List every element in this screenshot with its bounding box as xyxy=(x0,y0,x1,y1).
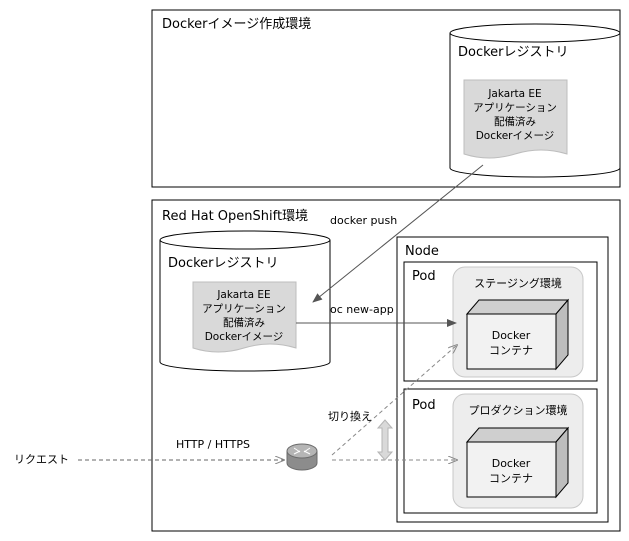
docker-container-cube-staging: Docker コンテナ xyxy=(465,298,570,371)
arrow-oc-new-app: oc new-app xyxy=(296,303,457,327)
node-title: Node xyxy=(405,244,439,259)
pod-staging-title: Pod xyxy=(412,269,436,284)
docker-image-document-top: Jakarta EE アプリケーション 配備済み Dockerイメージ xyxy=(463,79,568,159)
docker-registry-openshift: Dockerレジストリ Jakarta EE アプリケーション 配備済み Doc… xyxy=(159,230,331,372)
switch-label: 切り換え xyxy=(328,410,372,423)
arrow-docker-push: docker push xyxy=(312,164,484,303)
doc-top-line-3: 配備済み xyxy=(494,115,536,128)
pod-production-title: Pod xyxy=(412,398,436,413)
docker-image-document-openshift: Jakarta EE アプリケーション 配備済み Dockerイメージ xyxy=(192,281,297,353)
switch-double-arrow: 切り換え xyxy=(328,410,394,461)
container-production-line-1: Docker xyxy=(492,457,531,470)
staging-env-label: ステージング環境 xyxy=(474,276,562,290)
docker-push-label: docker push xyxy=(330,214,397,227)
doc-os-line-3: 配備済み xyxy=(223,316,265,329)
request-label: リクエスト xyxy=(14,453,69,466)
env-docker-build-title: Dockerイメージ作成環境 xyxy=(162,17,311,32)
container-staging-line-1: Docker xyxy=(492,329,531,342)
pod-production: Pod プロダクション環境 Docker コンテナ xyxy=(403,388,598,514)
production-env-label: プロダクション環境 xyxy=(469,403,568,417)
container-staging-line-2: コンテナ xyxy=(489,344,533,357)
doc-top-line-1: Jakarta EE xyxy=(487,88,541,100)
router-icon xyxy=(286,443,318,471)
doc-os-line-2: アプリケーション xyxy=(202,303,286,315)
doc-top-line-4: Dockerイメージ xyxy=(476,130,555,142)
http-label: HTTP / HTTPS xyxy=(176,438,250,451)
docker-container-cube-production: Docker コンテナ xyxy=(465,426,570,499)
doc-os-line-1: Jakarta EE xyxy=(216,289,270,301)
docker-registry-openshift-title: Dockerレジストリ xyxy=(168,256,279,271)
arrow-request: リクエスト HTTP / HTTPS xyxy=(14,438,284,466)
docker-registry-top: Dockerレジストリ Jakarta EE アプリケーション 配備済み Doc… xyxy=(449,23,621,178)
docker-registry-top-title: Dockerレジストリ xyxy=(458,45,569,60)
doc-top-line-2: アプリケーション xyxy=(473,102,557,114)
pod-staging: Pod ステージング環境 Docker コンテナ xyxy=(403,261,598,382)
doc-os-line-4: Dockerイメージ xyxy=(205,331,284,343)
env-openshift-title: Red Hat OpenShift環境 xyxy=(162,209,308,224)
oc-new-app-label: oc new-app xyxy=(330,303,394,316)
container-production-line-2: コンテナ xyxy=(489,472,533,485)
